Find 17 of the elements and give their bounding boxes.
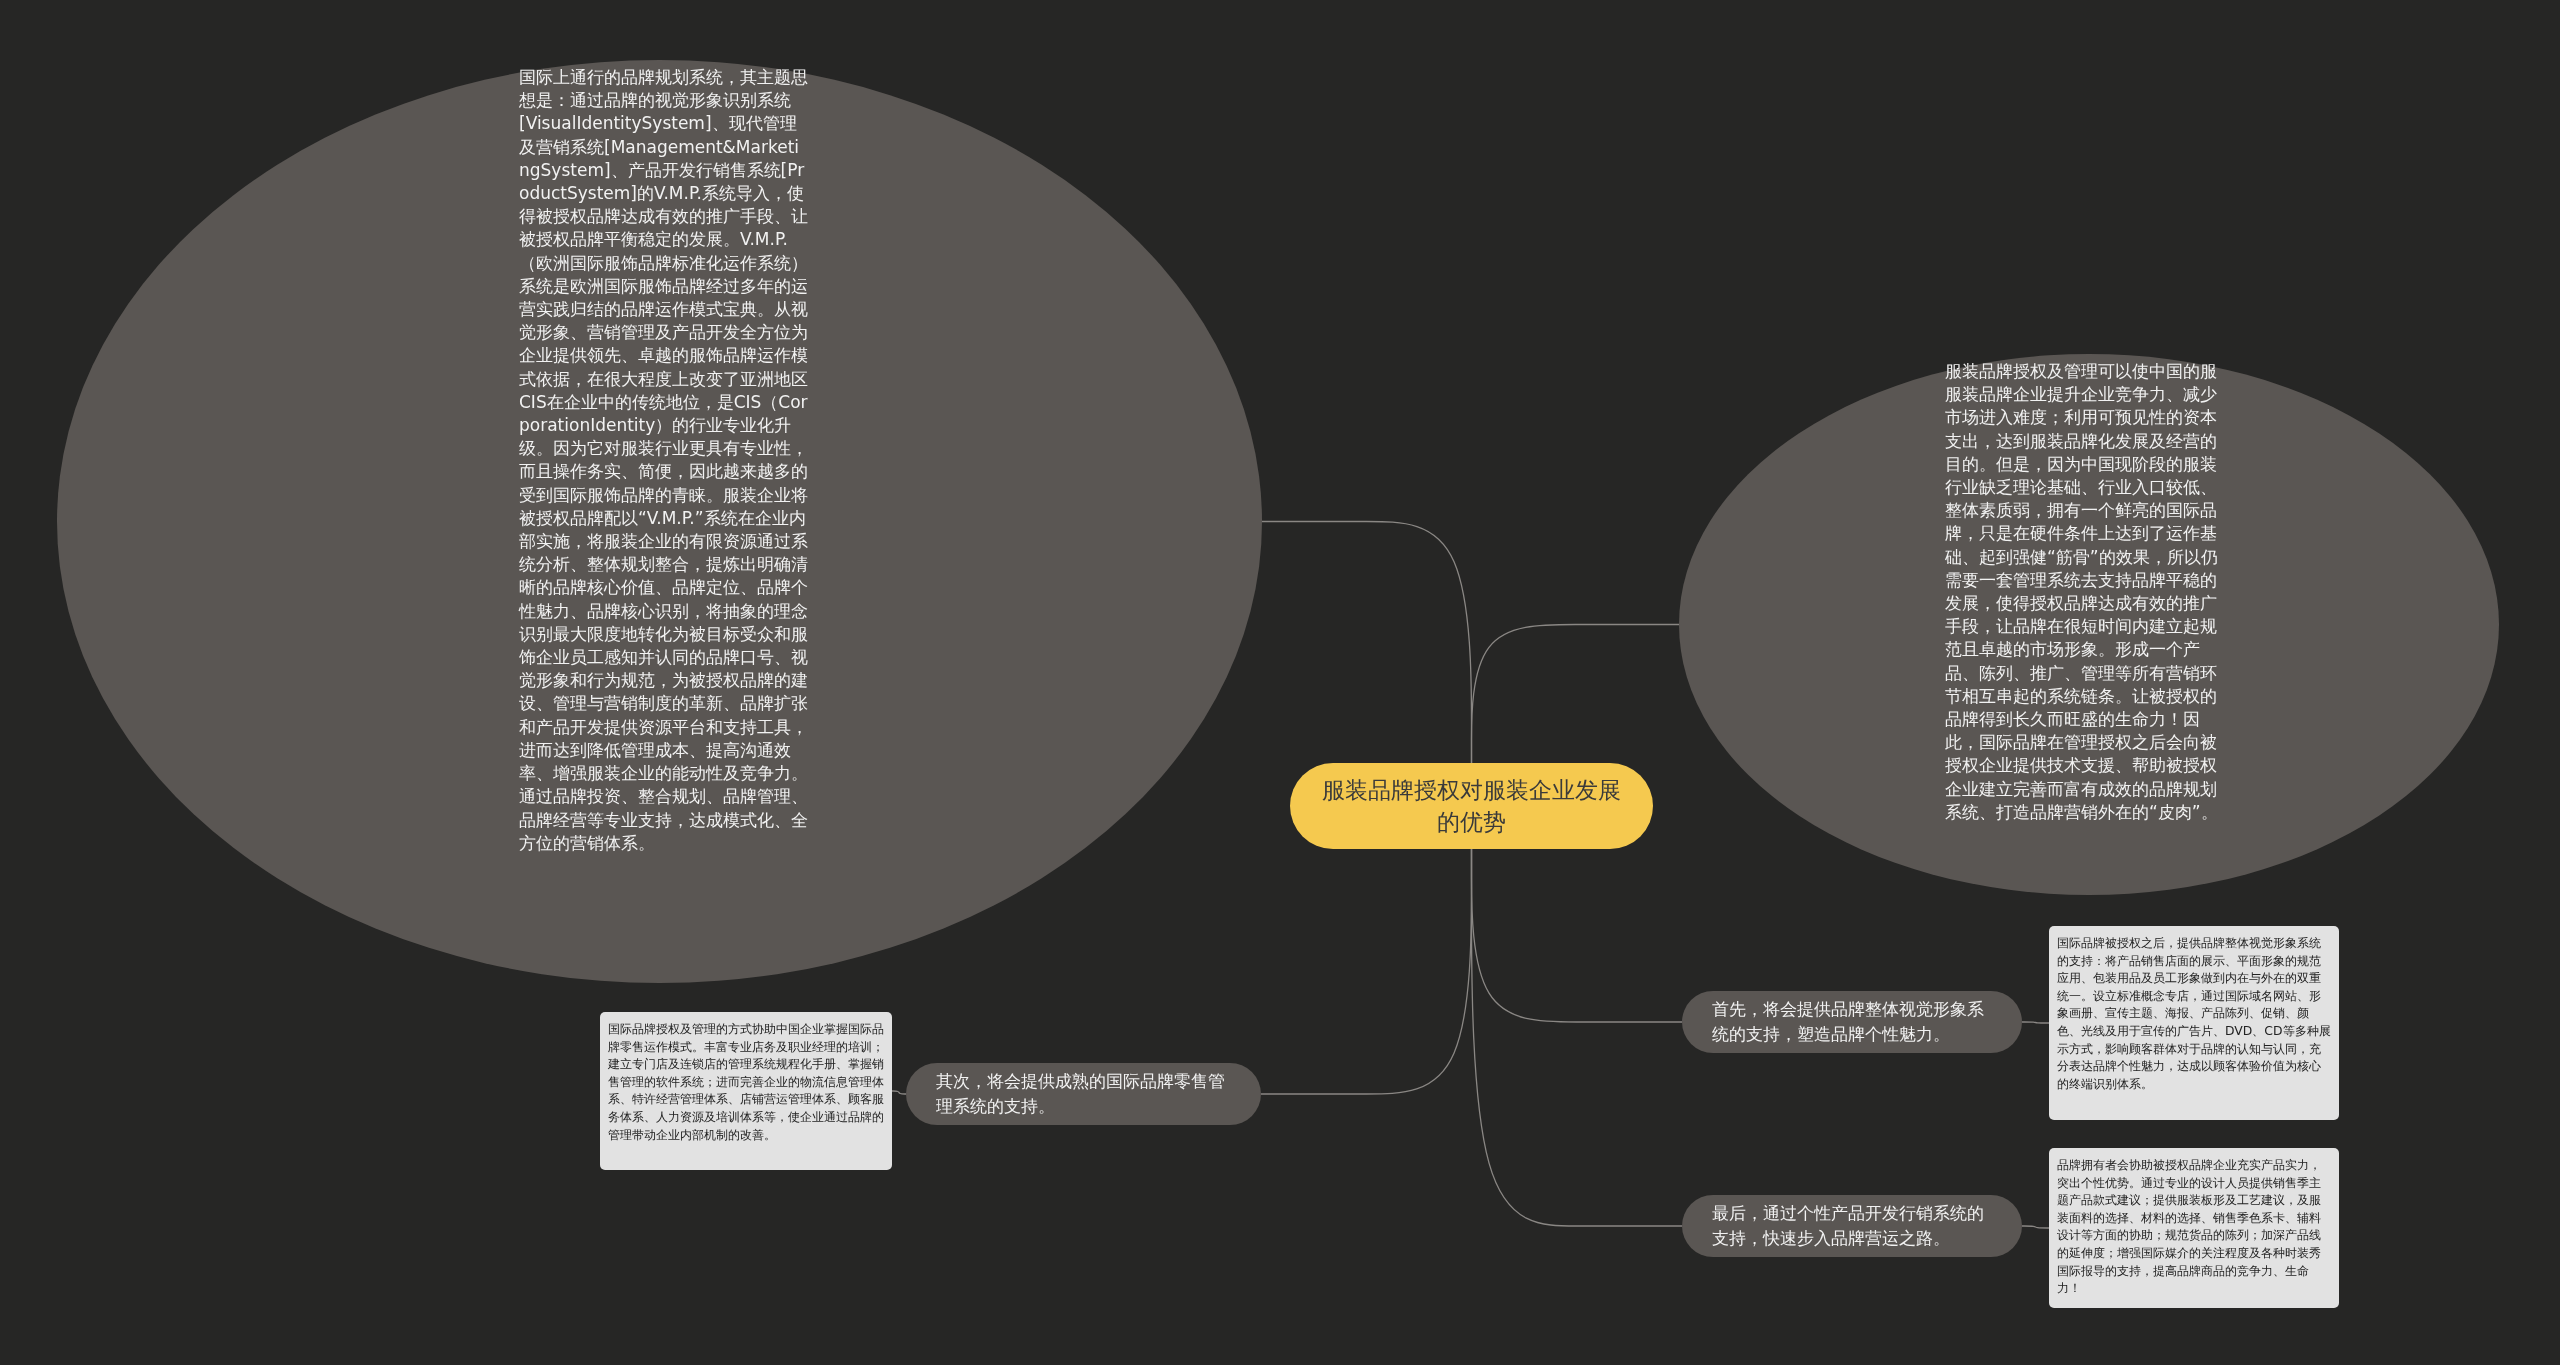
node-text: 其次，将会提供成熟的国际品牌零售管理系统的支持。 (936, 1070, 1226, 1118)
detail-card (600, 1012, 892, 1170)
connector-line (2021, 1021, 2050, 1024)
paragraph: 服装品牌授权及管理可以使中国的服服装品牌企业提升企业竞争力、减少市场进入难度；利用可预见性的资本支出，达到服装品牌化发展及经营的目的。但是，因为中国现阶段的服装行业缺乏理论基础、行业入口较低、整体素质弱，拥有一个鲜亮的国际品牌，只是在硬件条件上达到了运作基础、起到强健“筋骨”的效果，所以仍需要一套管理系统去支持品牌平稳的发展，使得授权品牌达成有效的推广手段，让品牌在很短时间内建立起规范且卓越的市场形象。形成一个产品、陈列、推广、管理等所有营销环节相互串起的系统链条。让被授权的品牌得到长久而旺盛的生命力！因此，国际品牌在管理授权之后会向被授权企业提供技术支援、帮助被授权企业建立完善而富有成效的品牌规划系统、打造品牌营销外在的“皮肉”。 (1945, 360, 2219, 824)
node-text: 国际品牌被授权之后，提供品牌整体视觉形象系统的支持：将产品销售店面的展示、平面形象的规范应用、包装用品及员工形象做到内在与外在的双重统一。设立标准概念专店，通过国际域名网站、形象画册、宣传主题、海报、产品陈列、促销、颜色、光线及用于宣传的广告片、DVD、CD等多种展示方式，影响顾客群体对于品牌的认知与认同，充分表达品牌个性魅力，达成以顾客体验价值为核心的终端识别体系。 (2057, 934, 2331, 1093)
detail-card (2049, 926, 2339, 1120)
node-text: 服装品牌授权对服装企业发展的优势 (1321, 776, 1622, 837)
connector-line (1470, 623, 1680, 764)
detail-card (2049, 1148, 2339, 1308)
node-text: 国际品牌授权及管理的方式协助中国企业掌握国际品牌零售运作模式。丰富专业店务及职业经理的培训；建立专门店及连锁店的管理系统规程化手册、掌握销售管理的软件系统；进而完善企业的物流信息管理体系、特许经营管理体系、店铺营运管理体系、顾客服务体系、人力资源及培训体系等，使企业通过品牌的管理带动企业内部机制的改善。 (608, 1020, 884, 1144)
node-text: 最后，通过个性产品开发行销系统的支持，快速步入品牌营运之路。 (1712, 1202, 1985, 1250)
connector-line (2021, 1225, 2050, 1229)
node-text: 首先，将会提供品牌整体视觉形象系统的支持，塑造品牌个性魅力。 (1712, 998, 1985, 1046)
paragraph: 国际上通行的品牌规划系统，其主题思想是：通过品牌的视觉形象识别系统[VisualIdentitySystem]、现代管理及营销系统[Management&MarketingSystem]、产品开发行销售系统[ProductSystem]的V.M.P.系统导入，使得被授权品牌达成有效的推广手段、让被授权品牌平衡稳定的发展。V.M.P.（欧洲国际服饰品牌标准化运作系统）系统是欧洲国际服饰品牌经过多年的运营实践归结的品牌运作模式宝典。从视觉形象、营销管理及产品开发全方位为企业提供领先、卓越的服饰品牌运作模式依据，在很大程度上改变了亚洲地区CIS在企业中的传统地位，是CIS（CorporationIdentity）的行业专业化升级。因为它对服装行业更具有专业性，而且操作务实、简便，因此越来越多的受到国际服饰品牌的青睐。服装企业将被授权品牌配以“V.M.P.”系统在企业内部实施，将服装企业的有限资源通过系统分析、整体规划整合，提炼出明确清晰的品牌核心价值、品牌定位、品牌个性魅力、品牌核心识别，将抽象的理念识别最大限度地转化为被目标受众和服饰企业员工感知并认同的品牌口号、视觉形象和行为规范，为被授权品牌的建设、管理与营销制度的革新、品牌扩张和产品开发提供资源平台和支持工具，进而达到降低管理成本、提高沟通效率、增强服装企业的能动性及竞争力。通过品牌投资、整合规划、品牌管理、品牌经营等专业支持，达成模式化、全方位的营销体系。 (519, 66, 809, 855)
node-text: 品牌拥有者会协助被授权品牌企业充实产品实力，突出个性优势。通过专业的设计人员提供销售季主题产品款式建议；提供服装板形及工艺建议，及服装面料的选择、材料的选择、销售季色系卡、辅料设计等方面的协助；规范货品的陈列；加深产品线的延伸度；增强国际媒介的关注程度及各种时装秀国际报导的支持，提高品牌商品的竞争力、生命力！ (2057, 1156, 2322, 1297)
connector-line (891, 1090, 907, 1095)
connector-line (1470, 848, 1683, 1227)
